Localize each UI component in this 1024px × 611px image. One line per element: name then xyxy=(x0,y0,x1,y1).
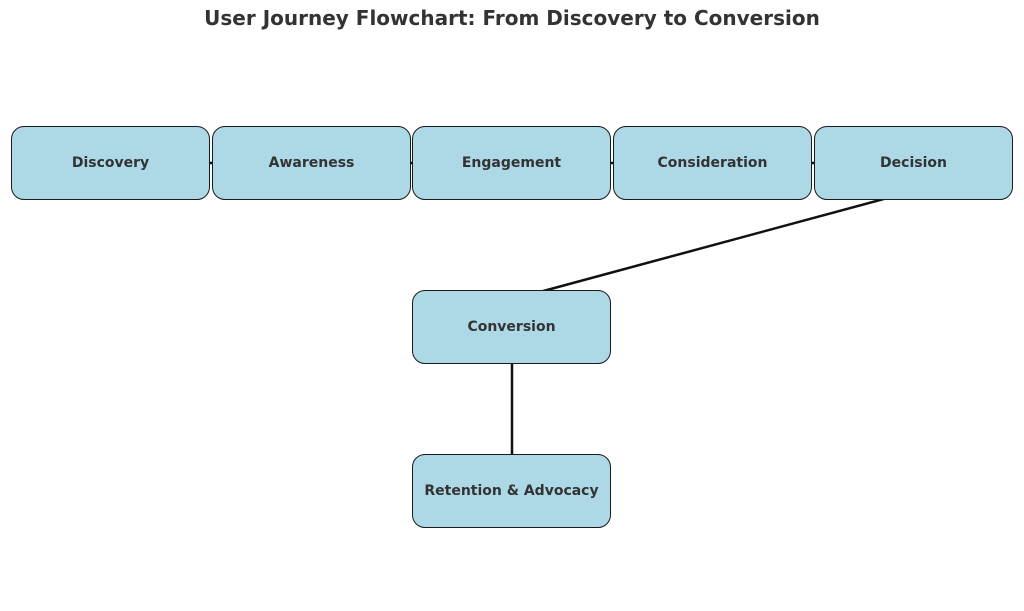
node-label-engagement: Engagement xyxy=(461,155,562,171)
node-consideration[interactable]: Consideration xyxy=(613,126,812,200)
node-label-conversion: Conversion xyxy=(467,319,556,335)
node-discovery[interactable]: Discovery xyxy=(11,126,210,200)
edge-decision-to-conversion xyxy=(509,188,918,302)
node-awareness[interactable]: Awareness xyxy=(212,126,411,200)
node-label-awareness: Awareness xyxy=(268,155,355,171)
node-label-discovery: Discovery xyxy=(71,155,150,171)
node-label-decision: Decision xyxy=(880,155,947,171)
node-decision[interactable]: Decision xyxy=(814,126,1013,200)
node-retention[interactable]: Retention & Advocacy xyxy=(412,454,611,528)
node-engagement[interactable]: Engagement xyxy=(412,126,611,200)
node-conversion[interactable]: Conversion xyxy=(412,290,611,364)
node-label-consideration: Consideration xyxy=(657,155,768,171)
diagram-title: User Journey Flowchart: From Discovery t… xyxy=(204,6,820,30)
node-label-retention: Retention & Advocacy xyxy=(424,483,599,499)
